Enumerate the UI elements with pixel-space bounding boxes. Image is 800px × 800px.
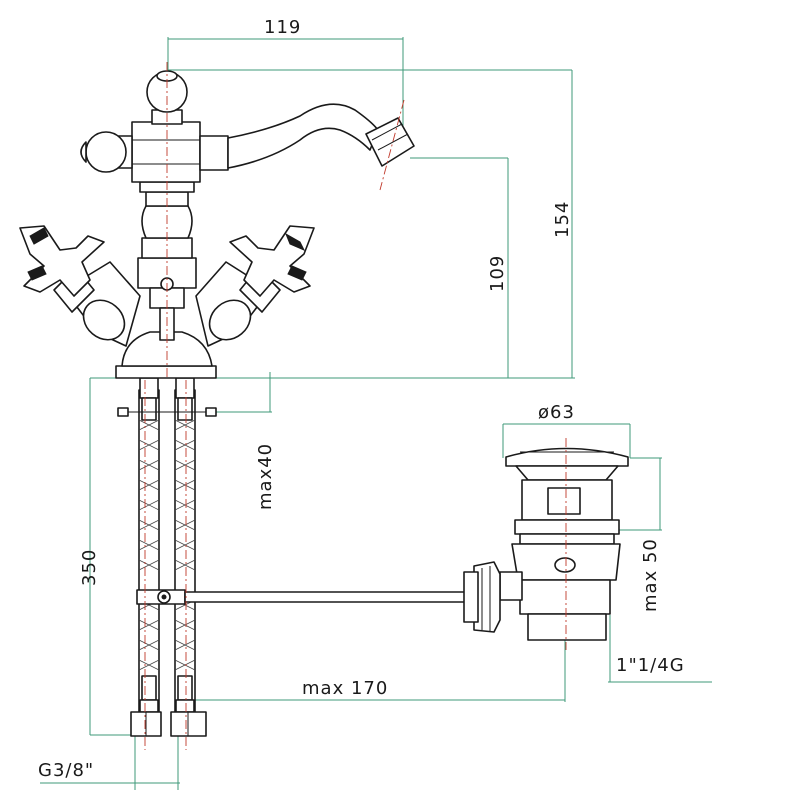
center-lines [144, 62, 567, 750]
dim-waste-thread: 1"1/4G [616, 655, 685, 676]
pop-up-rod [136, 589, 520, 605]
mixer-body [19, 70, 415, 379]
dim-hose-length: 350 [79, 549, 100, 586]
flexible-hoses [117, 377, 217, 737]
dim-waste-stroke: max 50 [640, 538, 661, 612]
dim-spout-height: 109 [487, 255, 508, 292]
dimension-labels: 119 154 109 max40 350 ø63 max 50 1"1/4G … [38, 17, 685, 781]
dim-total-height: 154 [552, 201, 573, 238]
dim-hose-clearance: max40 [255, 443, 276, 510]
dim-rod-length: max 170 [302, 678, 388, 699]
dim-inlet-thread: G3/8" [38, 760, 94, 781]
dim-spout-reach: 119 [264, 17, 301, 38]
dim-waste-diameter: ø63 [538, 402, 575, 423]
pop-up-waste [463, 447, 629, 641]
